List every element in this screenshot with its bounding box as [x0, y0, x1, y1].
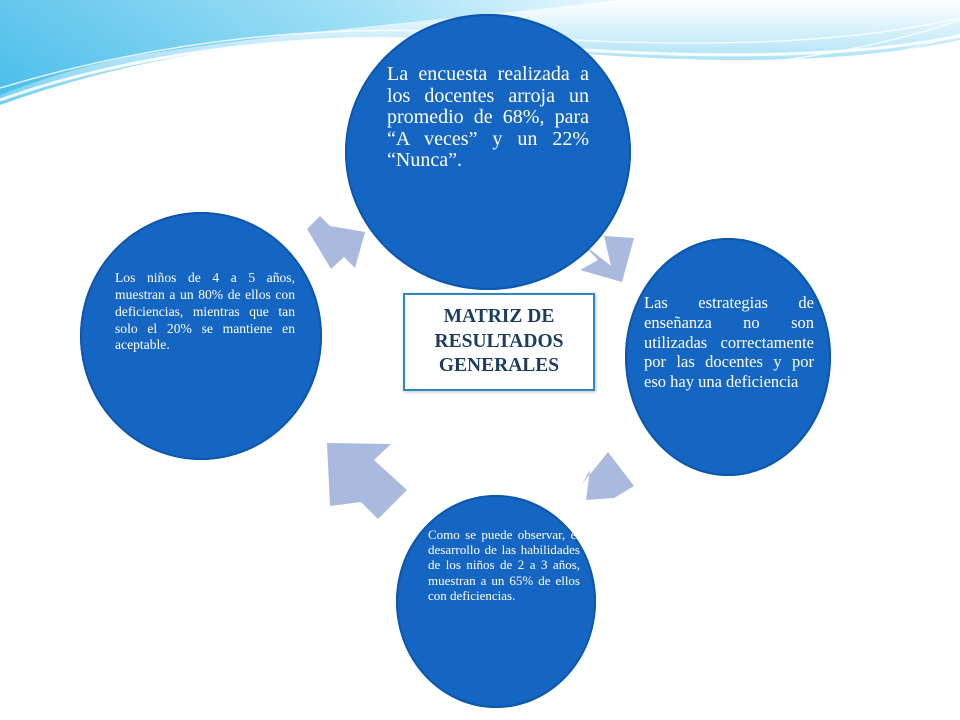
cycle-node-top: La encuesta realizada a los docentes arr…: [345, 14, 631, 290]
node-bottom-text: Como se puede observar, el desarrollo de…: [428, 527, 580, 603]
node-right-text: Las estrategias de enseñanza no son util…: [644, 293, 814, 392]
arrow-bottom-to-left: [327, 443, 407, 519]
cycle-node-right: Las estrategias de enseñanza no son util…: [625, 238, 831, 476]
node-left-text: Los niños de 4 a 5 años, muestran a un 8…: [115, 270, 295, 353]
center-title: MATRIZ DE RESULTADOS GENERALES: [434, 305, 564, 377]
arrow-right-to-bottom: [582, 452, 634, 500]
cycle-node-bottom: Como se puede observar, el desarrollo de…: [396, 495, 596, 708]
arrow-top-to-right: [580, 236, 634, 282]
cycle-node-left: Los niños de 4 a 5 años, muestran a un 8…: [80, 212, 322, 460]
center-title-box: MATRIZ DE RESULTADOS GENERALES: [403, 293, 595, 391]
node-top-text: La encuesta realizada a los docentes arr…: [387, 63, 589, 172]
arrow-left-to-top: [307, 216, 365, 269]
